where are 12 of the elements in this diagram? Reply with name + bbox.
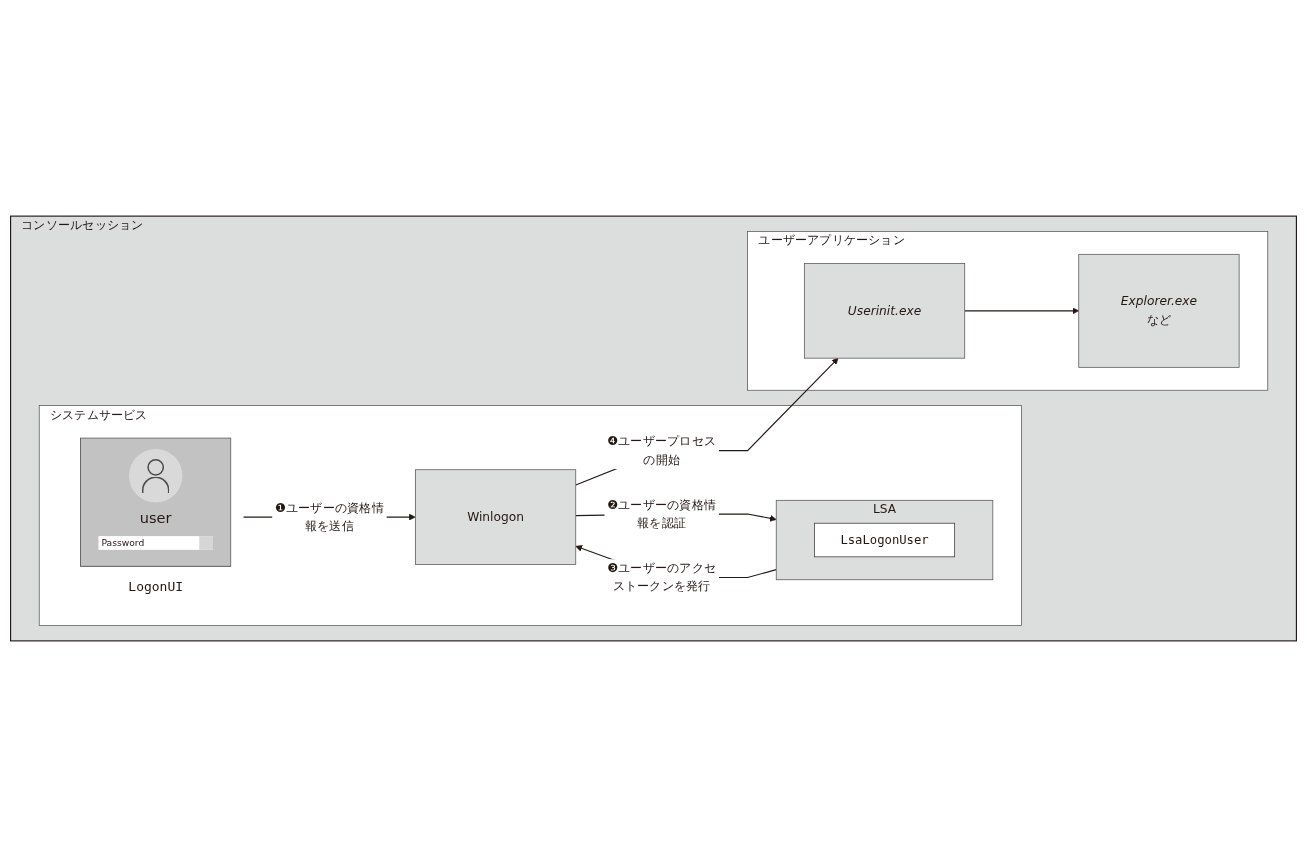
input-field: Password	[98, 536, 213, 550]
node-box: LsaLogonUser	[814, 522, 955, 558]
arrow	[575, 357, 839, 486]
arrow	[964, 307, 1080, 315]
edge-label: ❹ユーザープロセスの開始	[607, 433, 717, 467]
node-box: Explorer.exe など	[1078, 253, 1240, 368]
node-label: LogonUI	[128, 578, 184, 594]
edge-label: ❸ユーザーのアクセストークンを発行	[607, 560, 717, 594]
edge-label: ❷ユーザーの資格情報を認証	[607, 497, 717, 531]
node-box: Userinit.exe	[803, 263, 966, 359]
node-box: Winlogon	[415, 469, 577, 565]
edge-label: ❶ユーザーの資格情報を送信	[275, 500, 384, 534]
